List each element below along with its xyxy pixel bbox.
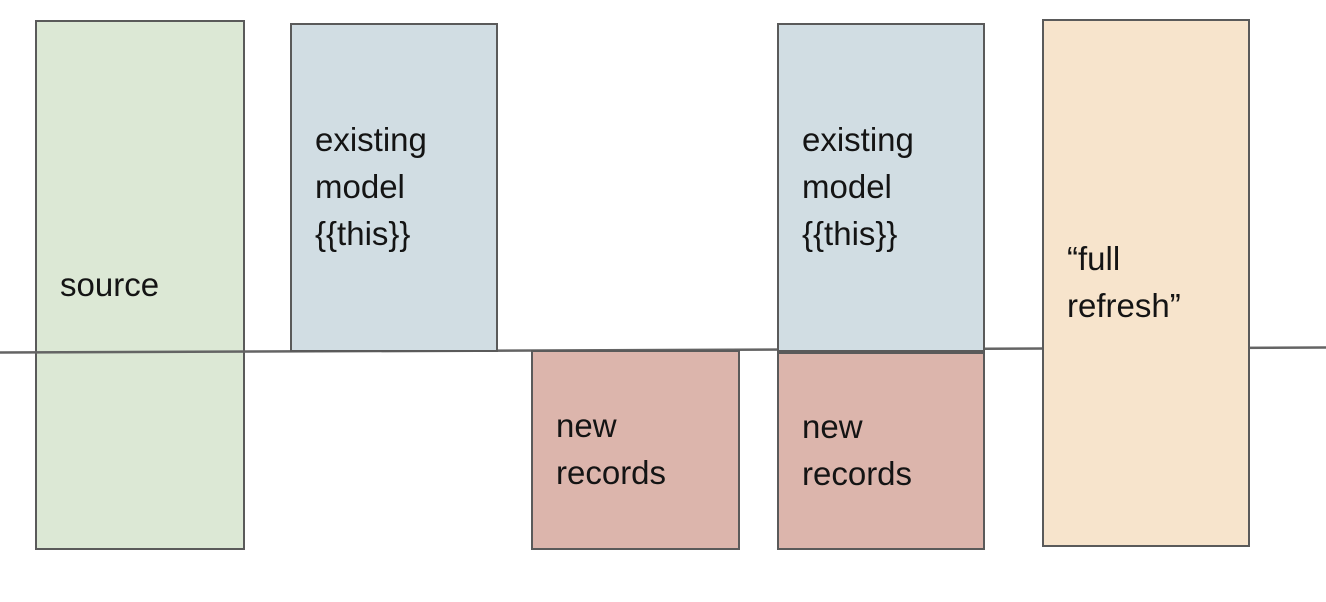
full-refresh-box-label: “full refresh” — [1067, 240, 1181, 324]
existing-model-box-1: existing model {{this}} — [290, 23, 498, 352]
existing-model-box-2: existing model {{this}} — [777, 23, 985, 352]
new-records-box-2: new records — [777, 352, 985, 550]
source-box-label: source — [60, 265, 160, 303]
new-records-box-2-label: new records — [802, 408, 913, 492]
existing-model-box-1-label: existing model {{this}} — [315, 121, 427, 252]
full-refresh-box: “full refresh” — [1042, 19, 1250, 547]
source-box: source — [35, 20, 245, 550]
new-records-box-1-label: new records — [556, 407, 667, 491]
new-records-box-1: new records — [531, 350, 740, 550]
existing-model-box-2-label: existing model {{this}} — [802, 121, 914, 252]
